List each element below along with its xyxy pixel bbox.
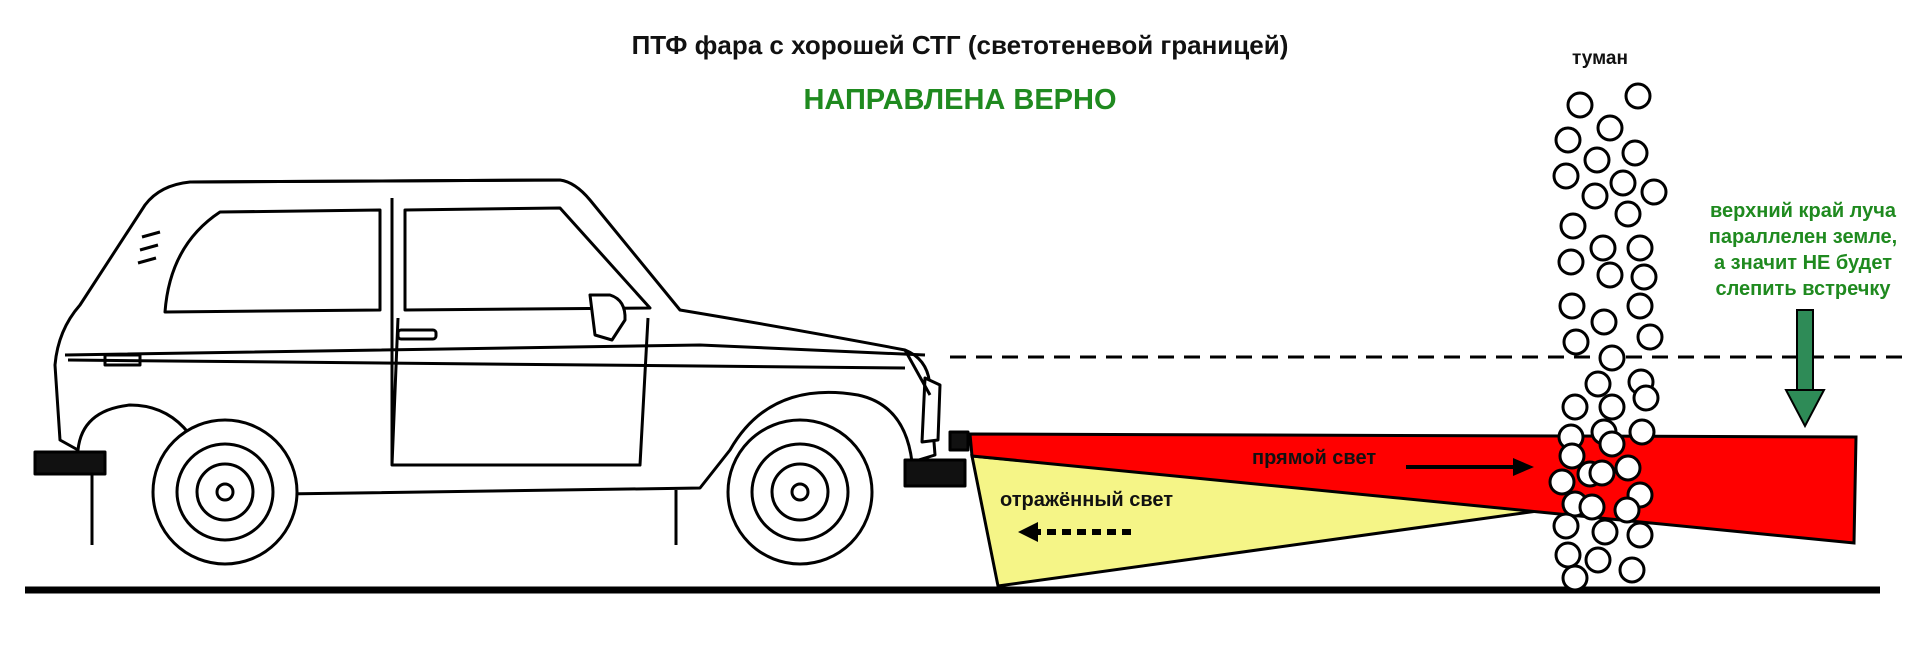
fog-particle bbox=[1596, 114, 1624, 142]
fog-particle bbox=[1578, 493, 1606, 521]
fog-particle bbox=[1596, 261, 1624, 289]
beam-note-line: слепить встречку bbox=[1715, 278, 1891, 300]
fog-particles bbox=[1548, 82, 1668, 592]
fog-particle bbox=[1561, 393, 1589, 421]
fog-particle bbox=[1626, 292, 1654, 320]
fog-particle bbox=[1598, 393, 1626, 421]
right-arrow-icon bbox=[1406, 458, 1534, 476]
fog-particle bbox=[1554, 541, 1582, 569]
fog-particle bbox=[1632, 384, 1660, 412]
fog-label: туман bbox=[1572, 48, 1628, 69]
fog-particle bbox=[1636, 323, 1664, 351]
fog-particle bbox=[1618, 556, 1646, 584]
fog-particle bbox=[1566, 91, 1594, 119]
fog-particle bbox=[1558, 292, 1586, 320]
fog-particle bbox=[1630, 263, 1658, 291]
page-title: ПТФ фара с хорошей СТГ (светотеневой гра… bbox=[631, 30, 1289, 60]
fog-particle bbox=[1591, 518, 1619, 546]
direct-light-label: прямой свет bbox=[1252, 447, 1377, 469]
fog-particle bbox=[1626, 521, 1654, 549]
fog-particle bbox=[1584, 546, 1612, 574]
fog-particle bbox=[1628, 418, 1656, 446]
dotted-left-arrow-icon bbox=[1018, 522, 1135, 542]
fog-particle bbox=[1613, 496, 1641, 524]
fog-particle bbox=[1548, 468, 1576, 496]
beam-note-line: а значит НЕ будет bbox=[1714, 252, 1892, 274]
fog-particle bbox=[1609, 169, 1637, 197]
fog-particle bbox=[1558, 442, 1586, 470]
reflected-light-label: отражённый свет bbox=[1000, 489, 1174, 511]
fog-particle bbox=[1598, 430, 1626, 458]
fog-particle bbox=[1559, 212, 1587, 240]
beam-note-line: параллелен земле, bbox=[1708, 226, 1898, 248]
fog-particle bbox=[1557, 248, 1585, 276]
page-subtitle: НАПРАВЛЕНА ВЕРНО bbox=[803, 84, 1117, 116]
fog-particle bbox=[1552, 512, 1580, 540]
fog-particle bbox=[1588, 459, 1616, 487]
fog-particle bbox=[1584, 370, 1612, 398]
beam-note: верхний край луча параллелен земле, а зн… bbox=[1686, 198, 1920, 302]
fog-particle bbox=[1614, 454, 1642, 482]
fog-particle bbox=[1590, 308, 1618, 336]
fog-particle bbox=[1562, 328, 1590, 356]
fog-particle bbox=[1552, 162, 1580, 190]
fog-particle bbox=[1561, 564, 1589, 592]
fog-particle bbox=[1581, 182, 1609, 210]
down-arrow-icon bbox=[1784, 309, 1826, 429]
car-outline bbox=[33, 178, 970, 566]
fog-particle bbox=[1621, 139, 1649, 167]
fog-particle bbox=[1589, 234, 1617, 262]
fog-particle bbox=[1554, 126, 1582, 154]
fog-particle bbox=[1598, 344, 1626, 372]
fog-particle bbox=[1624, 82, 1652, 110]
fog-particle bbox=[1640, 178, 1668, 206]
fog-particle bbox=[1583, 146, 1611, 174]
fog-particle bbox=[1626, 234, 1654, 262]
beam-note-line: верхний край луча bbox=[1710, 200, 1896, 222]
fog-particle bbox=[1614, 200, 1642, 228]
